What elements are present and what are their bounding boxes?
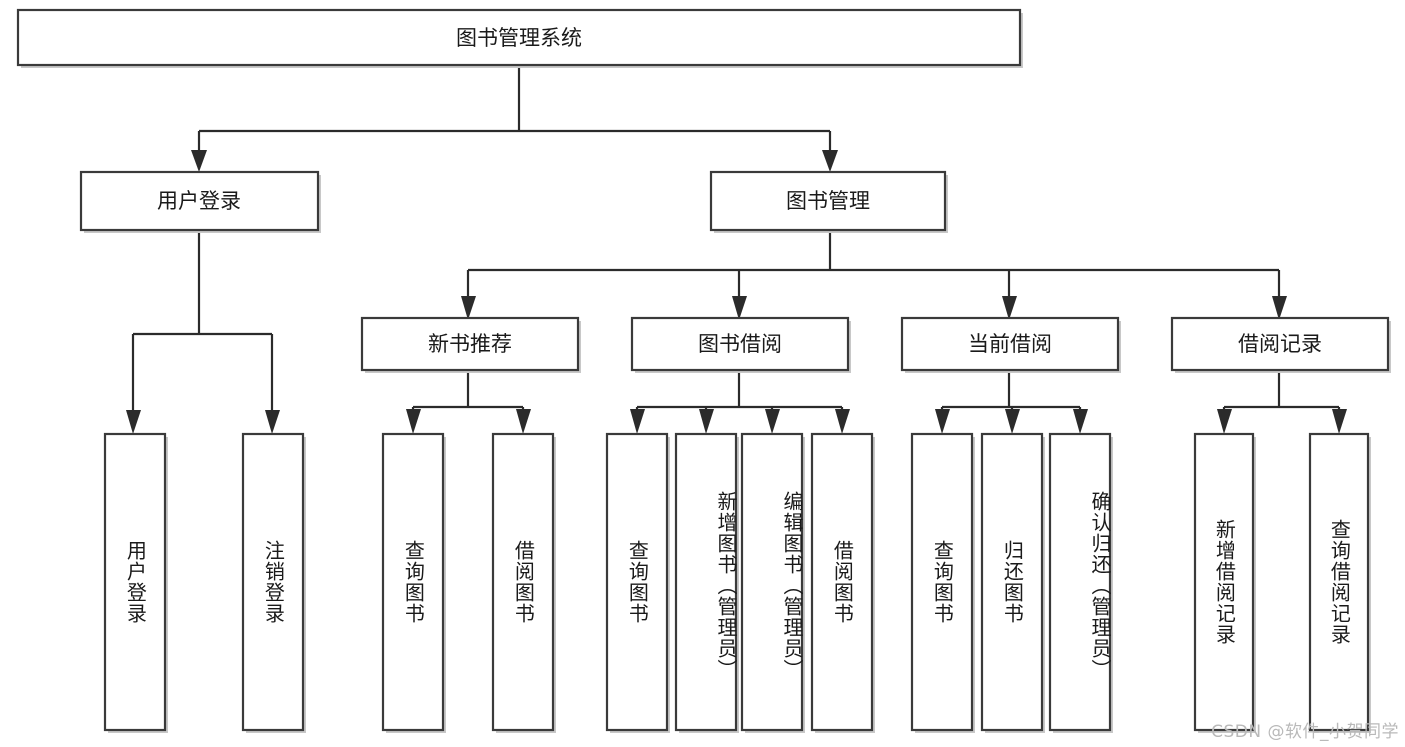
root-node-label: 图书管理系统	[456, 26, 582, 50]
arrow-head-book-management	[822, 150, 838, 172]
csdn-watermark: CSDN @软件_小贺同学	[1211, 722, 1399, 742]
new-book-recommend-node-box[interactable]	[360, 316, 580, 372]
arrow-head-borrow-record	[1272, 296, 1287, 320]
arrow-head-leaf-borrow-book-1	[516, 409, 531, 434]
arrow-head-leaf-add-book	[699, 409, 714, 434]
leaf-user-login-box[interactable]	[103, 432, 167, 732]
arrow-head-leaf-add-record	[1217, 409, 1232, 434]
current-borrow-node-label: 当前借阅	[968, 332, 1052, 356]
book-borrow-node-label: 图书借阅	[698, 332, 782, 356]
borrow-record-node-label: 借阅记录	[1238, 332, 1322, 356]
leaf-add-record-box[interactable]	[1193, 432, 1255, 732]
leaf-edit-book-box[interactable]	[740, 432, 804, 732]
leaf-borrow-book-2-box[interactable]	[810, 432, 874, 732]
arrow-head-current-borrow	[1002, 296, 1017, 320]
leaf-query-book-3-box[interactable]	[910, 432, 974, 732]
arrow-head-leaf-query-book-2	[630, 409, 645, 434]
node-box-group	[16, 8, 1391, 733]
leaf-return-book-box[interactable]	[980, 432, 1044, 732]
arrow-head-leaf-query-book-1	[406, 409, 421, 434]
arrow-head-leaf-logout-login	[265, 410, 280, 434]
leaf-query-record-box[interactable]	[1308, 432, 1370, 732]
leaf-query-book-2-box[interactable]	[605, 432, 669, 732]
root-node-box[interactable]	[16, 8, 1022, 67]
arrow-head-leaf-borrow-book-2	[835, 409, 850, 434]
book-management-node-box[interactable]	[709, 170, 947, 232]
connector-group	[126, 68, 1347, 434]
arrow-head-new-book-recommend	[461, 296, 476, 320]
arrow-head-leaf-query-record	[1332, 409, 1347, 434]
leaf-confirm-return-box[interactable]	[1048, 432, 1112, 732]
leaf-query-book-1-box[interactable]	[381, 432, 445, 732]
new-book-recommend-node-label: 新书推荐	[428, 332, 512, 356]
leaf-logout-login-box[interactable]	[241, 432, 305, 732]
user-login-node-box[interactable]	[79, 170, 320, 232]
arrow-head-user-login	[191, 150, 207, 172]
current-borrow-node-box[interactable]	[900, 316, 1120, 372]
borrow-record-node-box[interactable]	[1170, 316, 1390, 372]
arrow-head-leaf-return-book	[1005, 409, 1020, 434]
arrow-head-leaf-confirm-return	[1073, 409, 1088, 434]
user-login-node-label: 用户登录	[157, 189, 241, 213]
arrow-head-leaf-edit-book	[765, 409, 780, 434]
book-borrow-node-box[interactable]	[630, 316, 850, 372]
leaf-borrow-book-1-box[interactable]	[491, 432, 555, 732]
arrow-head-leaf-user-login	[126, 410, 141, 434]
leaf-add-book-box[interactable]	[674, 432, 738, 732]
horizontal-label-group: 图书管理系统 用户登录 图书管理 新书推荐 图书借阅 当前借阅 借阅记录	[157, 26, 1322, 356]
book-management-node-label: 图书管理	[786, 189, 870, 213]
arrow-head-book-borrow	[732, 296, 747, 320]
arrow-head-leaf-query-book-3	[935, 409, 950, 434]
